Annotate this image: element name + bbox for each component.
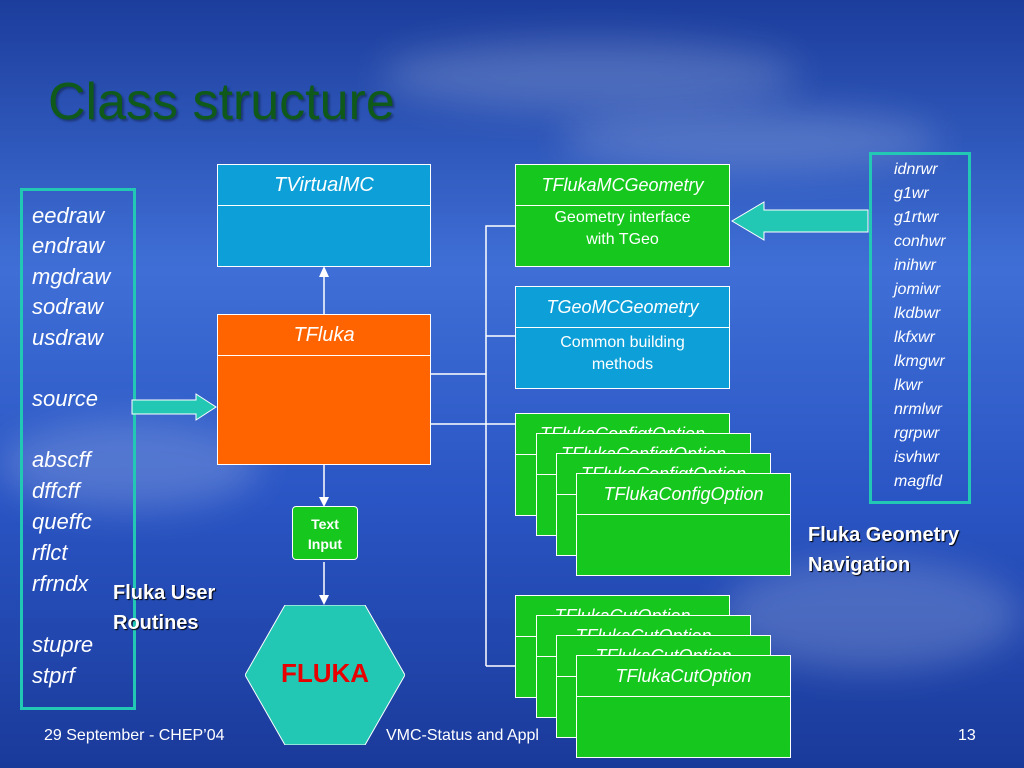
desc-line: with TGeo: [586, 231, 659, 248]
class-name: TFluka: [218, 315, 430, 356]
routine-item: eedraw: [32, 203, 105, 228]
class-tflukamcgeometry: TFlukaMCGeometry Geometry interface with…: [515, 164, 730, 267]
routine-item: idnrwr: [894, 161, 938, 178]
right-block-arrow: [731, 201, 869, 241]
fluka-hexagon: [245, 605, 405, 745]
fluka-label: FLUKA: [280, 658, 370, 688]
class-name: TFlukaConfigOption: [577, 474, 790, 515]
geometry-routines-frame: [869, 152, 971, 504]
caption-line: Fluka Geometry: [808, 524, 960, 546]
routine-item: abscff: [32, 447, 91, 472]
desc-line: Common building: [560, 334, 685, 351]
class-name: TFlukaMCGeometry: [516, 165, 729, 206]
scroll-label: Text: [311, 516, 339, 532]
footer-title: VMC-Status and Appl: [386, 727, 539, 744]
class-name: TVirtualMC: [218, 165, 430, 206]
geometry-link: [431, 225, 515, 375]
caption-line: Routines: [113, 612, 199, 634]
class-description: Common building methods: [516, 332, 729, 376]
caption-line: Fluka User: [113, 582, 216, 604]
routine-item: lkdbwr: [894, 305, 941, 322]
user-routines-caption: Fluka User Routines: [113, 578, 215, 638]
class-description: Geometry interface with TGeo: [516, 207, 729, 251]
routine-item: queffc: [32, 509, 92, 534]
routine-item: conhwr: [894, 233, 946, 250]
routine-item: rgrpwr: [894, 425, 940, 442]
routine-item: stupre: [32, 632, 94, 657]
user-routines-frame: [20, 188, 136, 710]
class-config-option: TFlukaConfigOption: [576, 473, 791, 576]
text-input-scroll: Text Input: [292, 506, 358, 560]
down-arrowhead: [319, 497, 329, 507]
desc-line: Geometry interface: [554, 209, 691, 226]
class-tgeomcgeometry: TGeoMCGeometry Common building methods: [515, 286, 730, 389]
caption-line: Navigation: [808, 554, 911, 576]
routine-item: sodraw: [32, 294, 103, 319]
class-name: TGeoMCGeometry: [516, 287, 729, 328]
left-block-arrow: [131, 393, 217, 421]
routine-item: jomiwr: [894, 281, 941, 298]
class-name: TFlukaCutOption: [577, 656, 790, 697]
routine-item: g1wr: [894, 185, 929, 202]
routine-item: inihwr: [894, 257, 936, 274]
routine-item: isvhwr: [894, 449, 940, 466]
routine-item: usdraw: [32, 325, 103, 350]
routine-item: lkwr: [894, 377, 923, 394]
slide-title: Class structure: [48, 73, 395, 131]
class-tfluka: TFluka: [217, 314, 431, 465]
routine-item: rflct: [32, 540, 68, 565]
routine-item: endraw: [32, 233, 105, 258]
routine-item: rfrndx: [32, 571, 89, 596]
routine-item: source: [32, 386, 99, 411]
routine-item: lkmgwr: [894, 353, 945, 370]
up-arrowhead: [319, 266, 329, 277]
routine-item: mgdraw: [32, 264, 111, 289]
page-number: 13: [958, 727, 976, 744]
class-tvirtualmc: TVirtualMC: [217, 164, 431, 267]
routine-item: g1rtwr: [894, 209, 939, 226]
routine-item: stprf: [32, 663, 75, 688]
routine-item: lkfxwr: [894, 329, 935, 346]
class-cut-option: TFlukaCutOption: [576, 655, 791, 758]
routine-item: nrmlwr: [894, 401, 942, 418]
footer-date: 29 September - CHEP’04: [44, 727, 225, 744]
routine-item: magfld: [894, 473, 943, 490]
scroll-label: Input: [307, 536, 343, 552]
desc-line: methods: [591, 356, 654, 373]
down-arrowhead: [319, 595, 329, 605]
routine-item: dffcff: [32, 478, 80, 503]
geometry-navigation-caption: Fluka Geometry Navigation: [808, 520, 959, 580]
